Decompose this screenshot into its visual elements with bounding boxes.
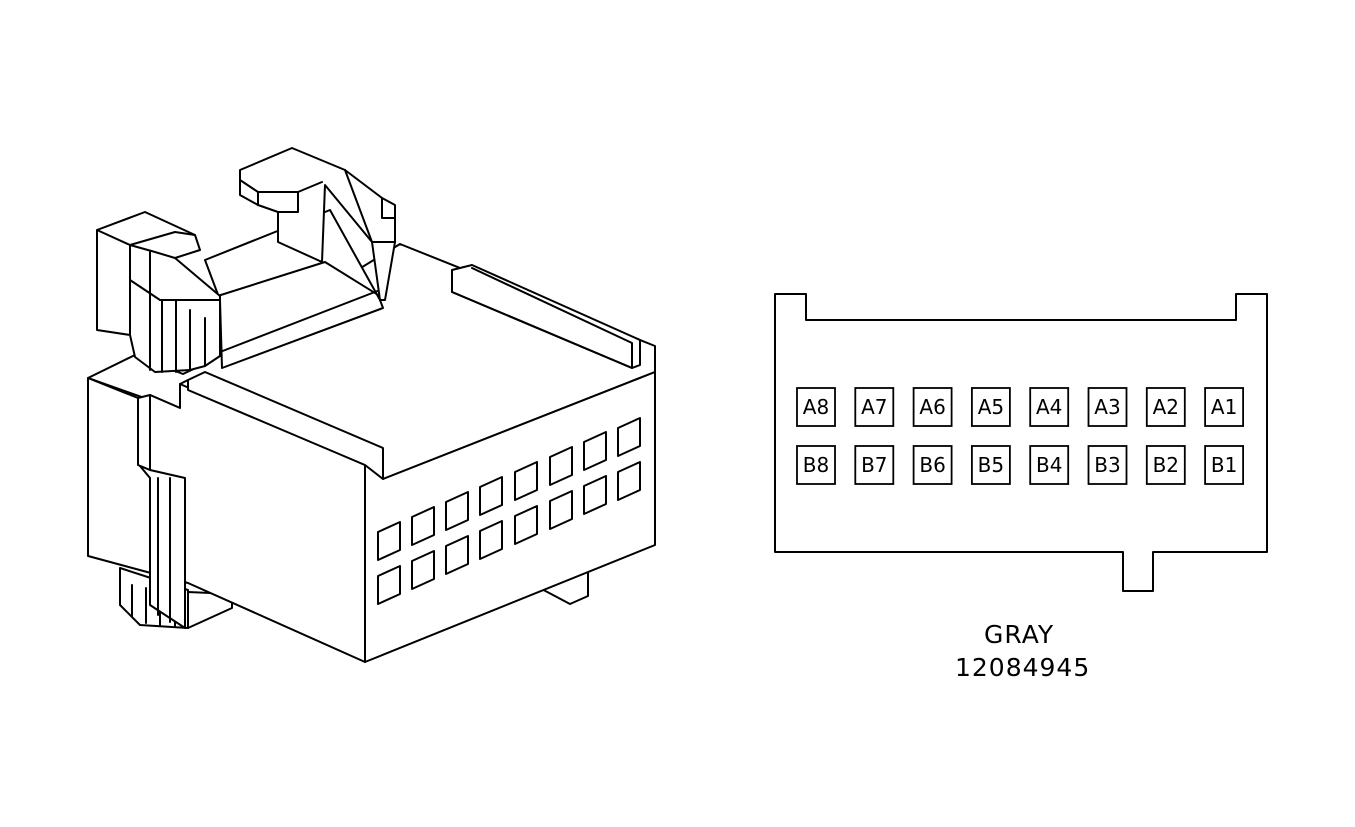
pin-box	[971, 445, 1011, 485]
pin-box	[854, 445, 895, 485]
pin-a1: A1	[1204, 387, 1244, 427]
connector-isometric-view	[87, 147, 656, 663]
pin-b2: B2	[1145, 445, 1186, 485]
pin-b6: B6	[912, 445, 953, 485]
pin-label: A3	[1094, 395, 1120, 419]
pin-label: B5	[978, 453, 1004, 477]
connector-color-label: GRAY	[984, 620, 1055, 649]
pin-box	[796, 387, 836, 427]
pin-b4: B4	[1029, 445, 1070, 485]
pin-box	[1029, 445, 1070, 485]
pin-label: A1	[1211, 395, 1237, 419]
pin-box	[912, 445, 953, 485]
pin-a2: A2	[1145, 387, 1186, 427]
pin-label: B3	[1094, 453, 1120, 477]
pin-box	[1145, 445, 1186, 485]
pin-label: A4	[1036, 395, 1062, 419]
pin-box	[971, 387, 1011, 427]
pin-label: B4	[1036, 453, 1062, 477]
pin-box	[796, 445, 836, 485]
connector-part-number: 12084945	[955, 653, 1091, 682]
pin-box	[1087, 445, 1128, 485]
pin-b3: B3	[1087, 445, 1128, 485]
face-outline	[774, 293, 1268, 592]
latch-block-right	[239, 147, 396, 301]
pin-b7: B7	[854, 445, 895, 485]
pin-b5: B5	[971, 445, 1011, 485]
pin-label: B2	[1153, 453, 1179, 477]
pin-box	[1029, 387, 1070, 427]
pin-a4: A4	[1029, 387, 1070, 427]
pin-box	[1145, 387, 1186, 427]
pin-b1: B1	[1204, 445, 1244, 485]
pin-label: A5	[978, 395, 1004, 419]
pin-label: B8	[803, 453, 829, 477]
pin-label: B6	[919, 453, 945, 477]
pin-box	[912, 387, 953, 427]
pin-label: A7	[861, 395, 887, 419]
pin-a5: A5	[971, 387, 1011, 427]
pin-label: B7	[861, 453, 887, 477]
pin-box	[1204, 387, 1244, 427]
pin-a8: A8	[796, 387, 836, 427]
pin-label: A6	[919, 395, 945, 419]
pin-box	[854, 387, 895, 427]
pin-label: B1	[1211, 453, 1237, 477]
pin-box	[1204, 445, 1244, 485]
pin-label: A8	[803, 395, 829, 419]
pin-a7: A7	[854, 387, 895, 427]
pin-box	[1087, 387, 1128, 427]
side-latch-rib	[139, 465, 186, 629]
front-cavities	[377, 417, 641, 605]
pin-a6: A6	[912, 387, 953, 427]
top-rail-left	[187, 371, 384, 480]
pin-a3: A3	[1087, 387, 1128, 427]
pin-b8: B8	[796, 445, 836, 485]
pin-label: A2	[1153, 395, 1179, 419]
